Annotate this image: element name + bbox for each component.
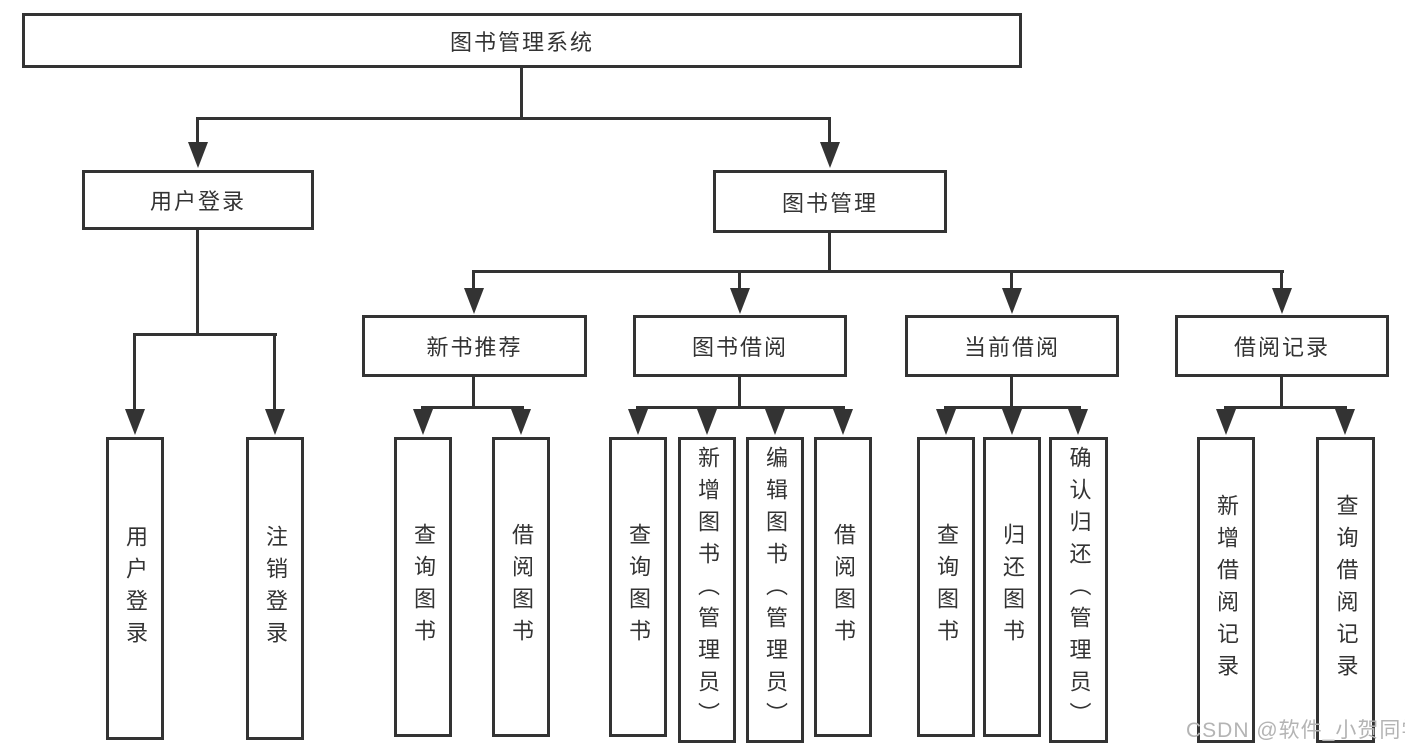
leaf-confirm-return-admin: 确认归还（管理员）: [1049, 437, 1108, 743]
leaf-logout: 注销登录: [246, 437, 304, 740]
leaf-add-books-admin: 新增图书（管理员）: [678, 437, 736, 743]
arrowhead-down-icon: [188, 142, 208, 168]
csdn-watermark: CSDN @软件_小贺同学: [1186, 719, 1405, 742]
connector-line: [1280, 377, 1283, 408]
arrowhead-down-icon: [628, 409, 648, 435]
arrowhead-down-icon: [1216, 409, 1236, 435]
arrowhead-down-icon: [464, 288, 484, 314]
arrowhead-down-icon: [1002, 409, 1022, 435]
leaf-query-books-current-label: 查询图书: [934, 523, 959, 651]
leaf-confirm-return-admin-label: 确认归还（管理员）: [1066, 446, 1092, 734]
connector-line: [738, 270, 741, 289]
leaf-query-books-recommend: 查询图书: [394, 437, 452, 737]
arrowhead-down-icon: [511, 409, 531, 435]
node-root-label: 图书管理系统: [449, 29, 594, 55]
node-book-borrowing-label: 图书借阅: [691, 335, 788, 360]
node-book-management-label: 图书管理: [781, 190, 878, 216]
node-current-borrowing-label: 当前借阅: [963, 335, 1060, 360]
leaf-borrow-books-recommend: 借阅图书: [492, 437, 550, 737]
arrowhead-down-icon: [413, 409, 433, 435]
arrowhead-down-icon: [730, 288, 750, 314]
arrowhead-down-icon: [936, 409, 956, 435]
node-user-login-label: 用户登录: [149, 189, 246, 214]
connector-line: [1010, 377, 1013, 408]
connector-line: [133, 333, 136, 409]
leaf-user-login: 用户登录: [106, 437, 164, 740]
connector-line: [828, 117, 831, 144]
leaf-edit-books-admin: 编辑图书（管理员）: [746, 437, 804, 743]
arrowhead-down-icon: [1068, 409, 1088, 435]
leaf-query-borrow-record-label: 查询借阅记录: [1333, 494, 1359, 686]
arrowhead-down-icon: [1002, 288, 1022, 314]
arrowhead-down-icon: [125, 409, 145, 435]
node-user-login: 用户登录: [82, 170, 314, 230]
connector-line: [1010, 270, 1013, 289]
connector-line: [196, 117, 199, 144]
connector-line: [738, 377, 741, 408]
connector-line: [828, 233, 831, 272]
node-borrowing-records: 借阅记录: [1175, 315, 1389, 377]
leaf-return-books-label: 归还图书: [1000, 523, 1025, 651]
node-book-borrowing: 图书借阅: [633, 315, 847, 377]
leaf-borrow-books-borrowing: 借阅图书: [814, 437, 872, 737]
leaf-borrow-books-borrowing-label: 借阅图书: [831, 523, 856, 651]
leaf-query-books-borrowing-label: 查询图书: [626, 523, 651, 651]
node-new-book-recommendation-label: 新书推荐: [426, 335, 523, 360]
leaf-borrow-books-recommend-label: 借阅图书: [509, 523, 534, 651]
leaf-return-books: 归还图书: [983, 437, 1041, 737]
node-root-library-management-system: 图书管理系统: [22, 13, 1022, 68]
arrowhead-down-icon: [820, 142, 840, 168]
leaf-query-books-current: 查询图书: [917, 437, 975, 737]
node-book-management: 图书管理: [713, 170, 947, 233]
connector-line: [196, 230, 199, 335]
leaf-edit-books-admin-label: 编辑图书（管理员）: [763, 446, 788, 734]
connector-line: [133, 333, 277, 336]
arrowhead-down-icon: [1272, 288, 1292, 314]
arrowhead-down-icon: [697, 409, 717, 435]
arrowhead-down-icon: [765, 409, 785, 435]
leaf-add-borrow-record: 新增借阅记录: [1197, 437, 1255, 743]
leaf-query-books-recommend-label: 查询图书: [411, 523, 436, 651]
node-new-book-recommendation: 新书推荐: [362, 315, 587, 377]
connector-line: [421, 406, 524, 409]
connector-line: [944, 406, 1081, 409]
connector-line: [1224, 406, 1347, 409]
connector-line: [520, 68, 523, 118]
leaf-add-books-admin-label: 新增图书（管理员）: [695, 446, 720, 734]
leaf-add-borrow-record-label: 新增借阅记录: [1214, 494, 1239, 686]
node-current-borrowing: 当前借阅: [905, 315, 1119, 377]
connector-line: [636, 406, 845, 409]
connector-line: [472, 270, 1284, 273]
arrowhead-down-icon: [833, 409, 853, 435]
leaf-logout-label: 注销登录: [263, 524, 288, 653]
connector-line: [196, 117, 831, 120]
node-borrowing-records-label: 借阅记录: [1233, 335, 1330, 360]
leaf-query-books-borrowing: 查询图书: [609, 437, 667, 737]
arrowhead-down-icon: [1335, 409, 1355, 435]
connector-line: [472, 377, 475, 408]
leaf-query-borrow-record: 查询借阅记录: [1316, 437, 1375, 743]
arrowhead-down-icon: [265, 409, 285, 435]
connector-line: [472, 270, 475, 289]
connector-line: [1280, 270, 1283, 289]
connector-line: [273, 333, 276, 409]
leaf-user-login-label: 用户登录: [123, 524, 148, 653]
